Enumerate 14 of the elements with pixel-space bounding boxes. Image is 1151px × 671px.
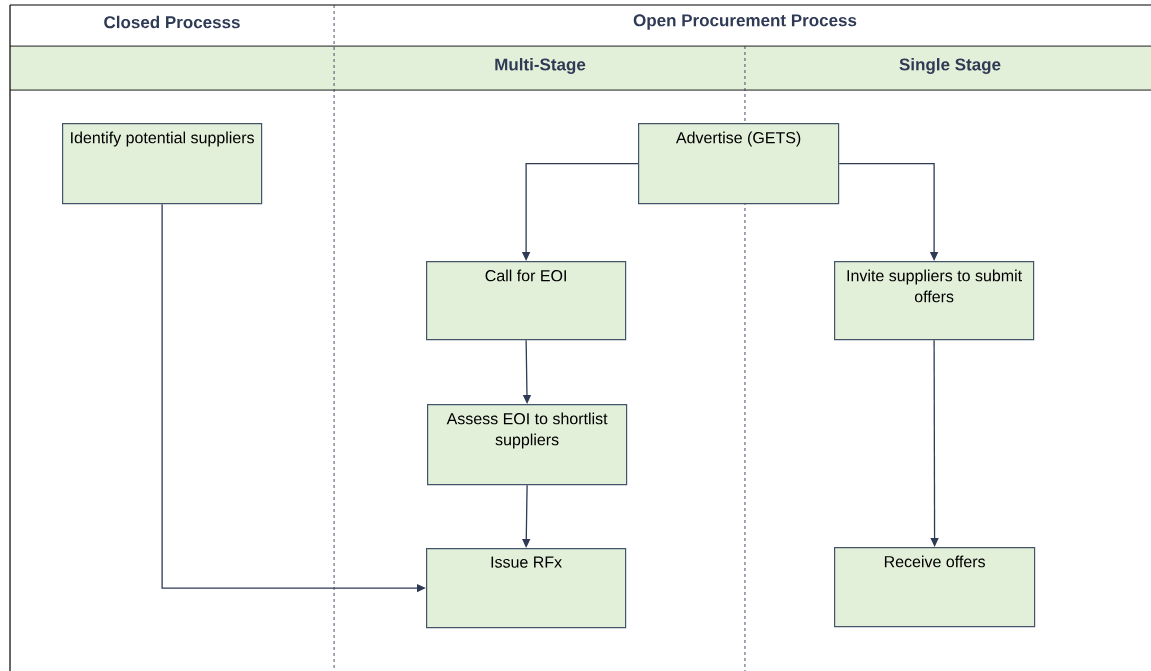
process-box: Advertise (GETS) (638, 123, 840, 205)
arrow (930, 339, 939, 547)
process-box: Identify potential suppliers (62, 123, 263, 205)
process-box: Call for EOI (426, 261, 627, 341)
column-header: Open Procurement Process (633, 14, 857, 30)
column-header: Multi-Stage (495, 58, 586, 74)
process-box: Invite suppliers to submit offers (834, 261, 1035, 341)
arrow (838, 162, 939, 261)
arrow (522, 484, 531, 548)
process-box: Receive offers (834, 547, 1036, 628)
column-header: Closed Processs (104, 15, 240, 29)
process-box: Assess EOI to shortlist suppliers (427, 404, 628, 486)
process-box: Issue RFx (426, 548, 627, 629)
column-header: Single Stage (899, 58, 1001, 74)
